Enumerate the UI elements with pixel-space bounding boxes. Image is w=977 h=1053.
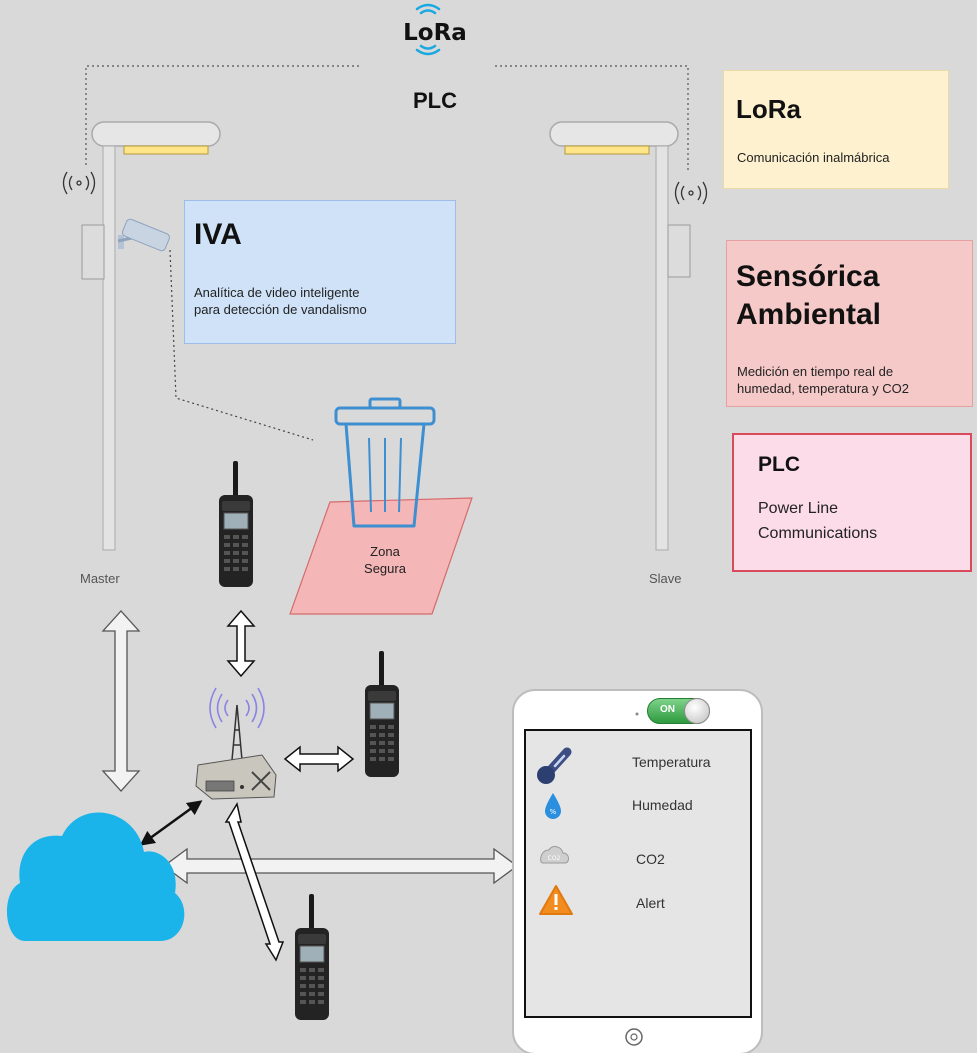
co2-label: CO2	[636, 851, 665, 867]
trash-can-icon	[334, 397, 436, 528]
iva-card-description: Analítica de video inteligente para dete…	[194, 285, 367, 317]
slave-label: Slave	[649, 571, 682, 586]
arrow-gateway-radio	[283, 745, 355, 773]
iva-card	[184, 200, 456, 344]
iva-card-title: IVA	[194, 218, 242, 251]
toggle-knob[interactable]	[684, 698, 710, 724]
handheld-radio-icon	[218, 460, 254, 588]
plc-card-title: PLC	[758, 453, 800, 476]
safe-zone-label: Zona Segura	[364, 544, 406, 576]
sensorica-card-title: Sensórica Ambiental	[736, 260, 882, 331]
cloud-icon	[6, 812, 185, 941]
handheld-radio-icon	[294, 893, 330, 1021]
antenna-icon	[674, 181, 708, 205]
master-label: Master	[80, 571, 120, 586]
lora-card	[723, 70, 949, 189]
temperature-label: Temperatura	[632, 754, 711, 770]
handheld-radio-icon	[364, 650, 400, 778]
on-toggle[interactable]: ON	[647, 698, 710, 724]
thermometer-icon	[537, 747, 572, 784]
co2-cloud-icon: CO2	[540, 846, 569, 864]
lora-card-description: Comunicación inalmábrica	[737, 150, 890, 165]
lora-card-title: LoRa	[736, 94, 801, 124]
arrow-cloud-gateway	[139, 800, 203, 846]
arrow-gateway-radio-bottom	[224, 802, 285, 962]
toggle-label: ON	[660, 704, 675, 715]
security-camera-icon	[117, 218, 170, 252]
gateway-icon	[195, 687, 277, 800]
sensorica-card	[726, 240, 973, 407]
alert-label: Alert	[636, 895, 665, 911]
svg-text:CO2: CO2	[548, 855, 561, 862]
alert-icon	[539, 885, 573, 915]
sensorica-card-description: Medición en tiempo real de humedad, temp…	[737, 364, 909, 396]
plc-card-description: Power Line Communications	[758, 500, 878, 542]
plc-link-label: PLC	[413, 88, 457, 113]
lora-logo: LoRa	[403, 20, 467, 46]
humidity-drop-icon: %	[545, 793, 561, 819]
arrow-cloud-tablet	[162, 847, 519, 885]
lora-link-dotted	[85, 65, 689, 170]
tablet-device	[512, 689, 763, 1053]
lora-logo-icon	[415, 3, 441, 56]
plc-card	[732, 433, 972, 572]
home-button	[625, 1028, 643, 1046]
safe-zone	[289, 497, 473, 615]
humidity-label: Humedad	[632, 797, 693, 813]
arrow-radio-gateway	[226, 609, 256, 678]
arrow-master-cloud	[101, 610, 141, 792]
antenna-icon	[62, 171, 96, 195]
slave-street-light	[549, 121, 691, 551]
master-street-light	[81, 121, 221, 551]
svg-text:%: %	[550, 808, 557, 816]
